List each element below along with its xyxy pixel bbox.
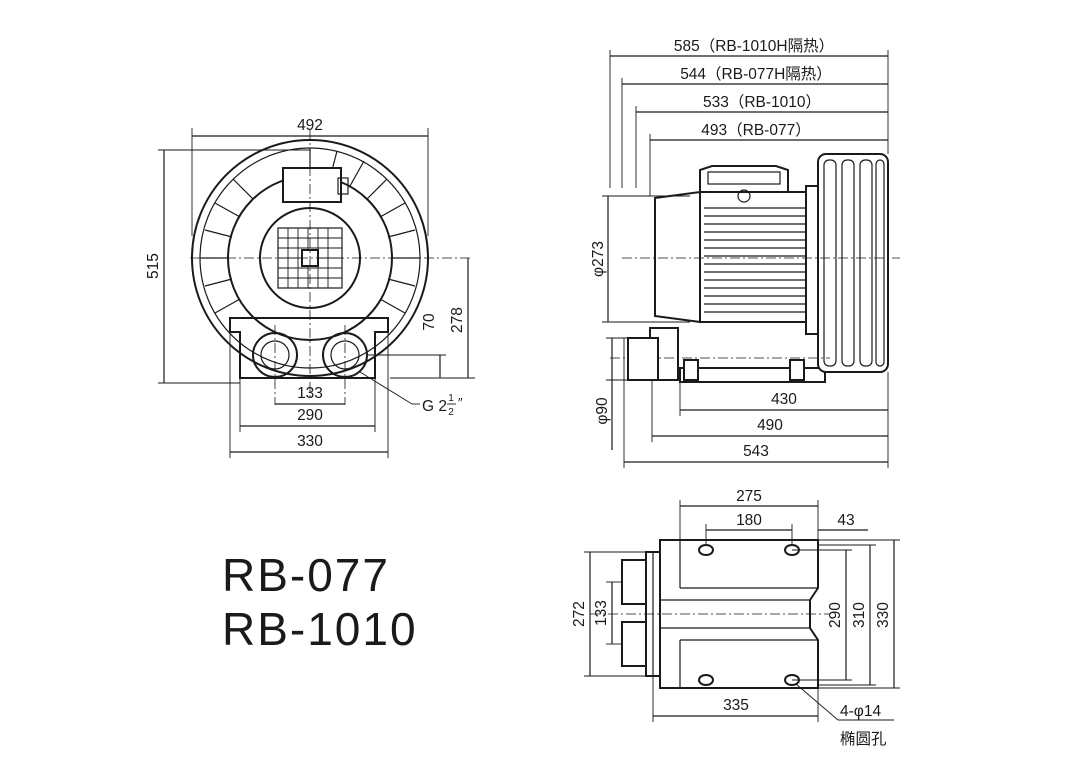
thread-fraction-den: 2 [448,407,454,418]
thread-size-label: G 2 [422,398,447,415]
dim-533-label: 533（RB-1010） [703,94,821,111]
thread-fraction-num: 1 [448,393,454,404]
dim-490-label: 490 [757,417,783,434]
dim-275-label: 275 [736,488,762,505]
dim-133v-label: 133 [593,600,610,626]
dim-492-label: 492 [297,117,323,134]
dim-515-label: 515 [145,253,162,279]
dim-43-label: 43 [837,512,854,529]
holes-label: 4-φ14 [840,703,881,720]
dim-278-label: 278 [449,307,466,333]
model-name-rb077: RB-077 [222,549,390,601]
dim-493-label: 493（RB-077） [701,122,810,139]
dim-585-label: 585（RB-1010H隔热） [674,37,834,55]
dim-phi273-label: φ273 [590,241,607,277]
dim-290-label: 290 [297,407,323,424]
dim-430-label: 430 [771,391,797,408]
model-name-rb1010: RB-1010 [222,603,418,655]
side-view: 585（RB-1010H隔热） 544（RB-077H隔热） 533（RB-10… [590,37,900,468]
dim-phi90-label: φ90 [594,397,611,425]
dim-335-label: 335 [723,697,749,714]
dim-272-label: 272 [571,601,588,627]
dim-544-label: 544（RB-077H隔热） [680,65,832,83]
dim-180-label: 180 [736,512,762,529]
dim-70-label: 70 [421,313,438,331]
top-view: 275 180 43 272 133 290 310 330 [571,488,900,748]
dim-330v-label: 330 [875,602,892,628]
front-view: 492 515 278 70 133 290 330 G 2 1 2 ″ [145,117,475,458]
thread-inch-mark: ″ [458,395,463,410]
dim-543-label: 543 [743,443,769,460]
holes-note: 椭圆孔 [840,730,887,748]
dim-310-label: 310 [851,602,868,628]
dim-290v-label: 290 [827,602,844,628]
model-names: RB-077 RB-1010 [222,548,482,656]
dim-133-label: 133 [297,385,323,402]
dim-330-label: 330 [297,433,323,450]
